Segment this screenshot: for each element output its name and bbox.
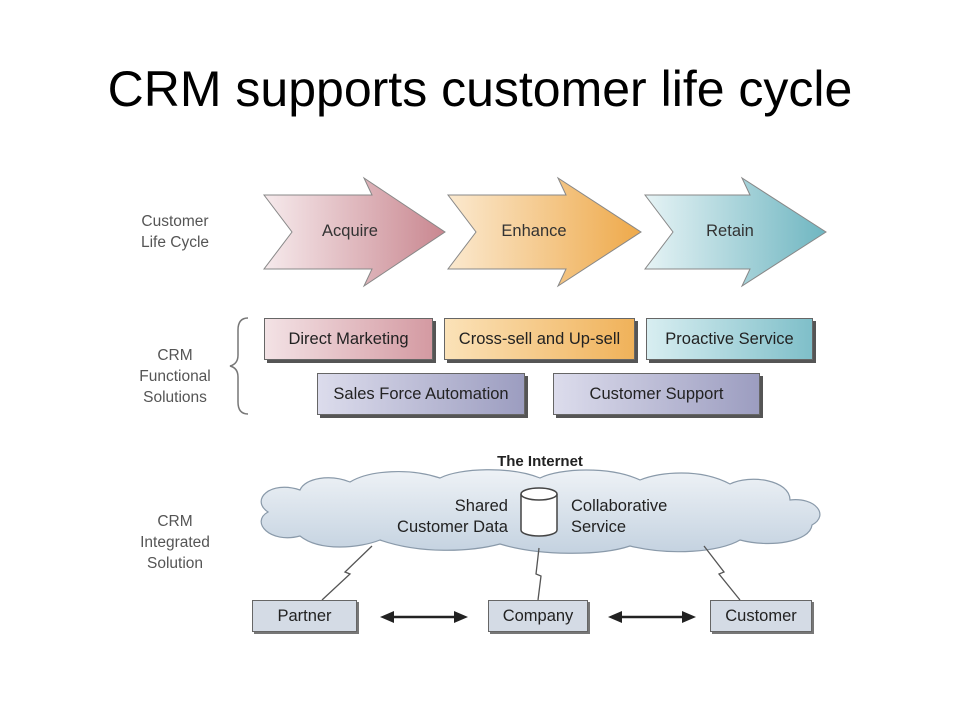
acquire-label: Acquire — [322, 222, 378, 240]
database-icon — [520, 487, 558, 537]
collaborative-service-label: Collaborative Service — [571, 497, 668, 536]
sales-force-automation-box: Sales Force Automation — [317, 373, 525, 415]
label-crm-integrated-solution: CRM Integrated Solution — [140, 513, 210, 572]
company-node: Company — [488, 600, 588, 632]
customer-link — [703, 545, 741, 601]
partner-link — [321, 545, 373, 601]
functional-brace — [229, 317, 249, 415]
shared-customer-data-label: Shared Customer Data — [397, 497, 508, 536]
customer-node: Customer — [710, 600, 812, 632]
partner-company-arrow — [380, 611, 468, 623]
label-crm-functional-solutions: CRM Functional Solutions — [139, 347, 211, 406]
page-title: CRM supports customer life cycle — [107, 61, 853, 117]
proactive-service-box: Proactive Service — [646, 318, 813, 360]
company-link — [535, 547, 542, 601]
internet-title: The Internet — [497, 453, 583, 470]
customer-support-box: Customer Support — [553, 373, 760, 415]
partner-node: Partner — [252, 600, 357, 632]
acquire-arrow — [262, 176, 446, 288]
enhance-label: Enhance — [501, 222, 567, 240]
label-customer-life-cycle: Customer Life Cycle — [140, 213, 210, 251]
retain-arrow — [643, 176, 827, 288]
company-customer-arrow — [608, 611, 696, 623]
direct-marketing-box: Direct Marketing — [264, 318, 433, 360]
retain-label: Retain — [706, 222, 754, 240]
cross-sell-box: Cross-sell and Up-sell — [444, 318, 635, 360]
enhance-arrow — [446, 176, 642, 288]
